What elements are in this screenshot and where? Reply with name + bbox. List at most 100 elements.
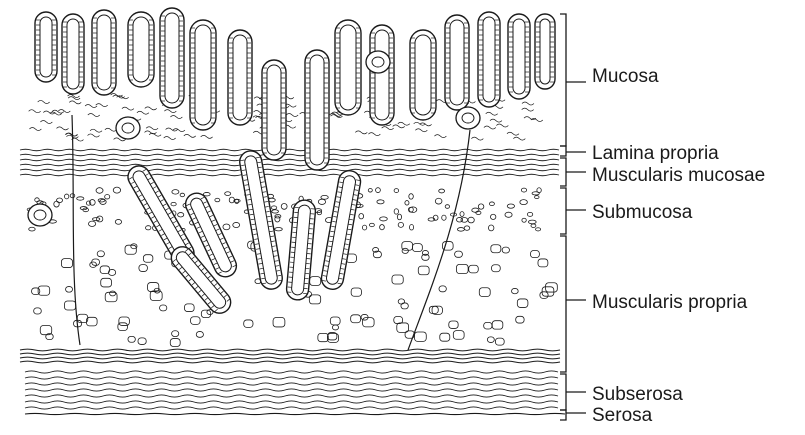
muscularis-propria-cell <box>456 264 468 273</box>
lamina-squiggle <box>471 137 483 140</box>
submucosa-cell <box>397 214 401 220</box>
lamina-squiggle <box>57 127 69 130</box>
submucosa-cell <box>398 222 403 227</box>
lamina-squiggle <box>90 129 102 132</box>
muscularis-propria-cell <box>34 308 42 314</box>
mucosa-gland <box>62 14 84 94</box>
gland-wall <box>478 12 500 107</box>
gland-wall <box>535 14 555 89</box>
muscularis-propria-cell <box>310 277 321 286</box>
layer-bracket <box>560 14 566 146</box>
lamina-squiggle <box>355 131 367 134</box>
mucosa-gland <box>262 60 286 160</box>
label-subserosa: Subserosa <box>592 385 683 404</box>
label-muscularis-mucosae: Muscularis mucosae <box>592 166 765 185</box>
submucosa-cell <box>468 217 474 223</box>
lamina-squiggle <box>490 119 502 122</box>
muscularis-propria-cell <box>201 310 210 317</box>
submucosa-cell <box>394 209 398 214</box>
submucosa-cell <box>505 212 512 217</box>
lamina-squiggle <box>415 129 427 132</box>
submucosa-cell <box>461 217 468 222</box>
submucosa-cell <box>115 219 121 224</box>
mucosa-gland <box>335 20 361 115</box>
submucosa-cell <box>405 201 409 205</box>
label-serosa: Serosa <box>592 406 652 425</box>
muscularis-propria-cell <box>402 248 408 253</box>
lamina-squiggle <box>29 128 41 131</box>
submucosa-cell <box>88 221 95 226</box>
mucosa-gland <box>305 50 329 170</box>
lamina-squiggle <box>484 126 496 129</box>
muscularis-propria-cell <box>170 339 180 347</box>
muscularis-propria-cell <box>502 247 509 253</box>
muscularis-propria-cell <box>455 251 463 257</box>
submucosa-cell <box>531 224 536 228</box>
muscularis-propria-cell <box>440 333 450 341</box>
muscularis-propria-cell <box>64 301 75 310</box>
layer-bracket <box>560 236 566 372</box>
muscularis-propria-cell <box>492 321 503 329</box>
submucosa-cell <box>54 201 59 207</box>
muscularis-propria-cell <box>244 320 253 327</box>
vessel-line <box>72 115 80 345</box>
submucosa-cell <box>488 225 494 231</box>
lamina-squiggle <box>170 115 182 118</box>
muscularis-boundary-line <box>20 353 560 355</box>
submucosa-cell <box>275 216 280 222</box>
submucosa-cell <box>275 227 283 230</box>
layer-bracket <box>560 146 566 156</box>
submucosa-cell <box>409 194 414 199</box>
submucosa-cell <box>536 228 541 231</box>
muscularis-boundary-line <box>20 357 560 359</box>
mucosa-gland <box>370 25 394 125</box>
lamina-squiggle <box>513 137 525 140</box>
layer-bracket <box>560 158 566 186</box>
lamina-squiggle <box>85 104 97 107</box>
muscularis-boundary-line <box>20 349 560 351</box>
lamina-squiggle <box>286 113 298 116</box>
submucosa-cell <box>178 213 184 217</box>
submucosa-cell <box>520 200 528 205</box>
lamina-squiggle <box>137 111 149 114</box>
submucosa-cell <box>433 215 438 220</box>
invasive-gland <box>320 169 363 291</box>
muscularis-propria-cell <box>484 322 492 329</box>
mucosa-gland <box>535 14 555 89</box>
muscularis-mucosae-band <box>20 149 559 151</box>
submucosa-cell <box>380 225 385 230</box>
mucosa-gland <box>92 10 116 95</box>
gland-group <box>28 8 555 318</box>
muscularis-propria-cell <box>196 332 203 338</box>
muscularis-propria-cell <box>429 306 438 313</box>
submucosa-cell <box>439 189 445 193</box>
submucosa-cell <box>532 192 539 195</box>
submucosa-cell <box>521 188 526 192</box>
gland-wall <box>262 60 286 160</box>
submucosa-cell <box>321 195 328 199</box>
submucosa-cell <box>460 212 464 217</box>
submucosa-cell <box>171 202 176 205</box>
muscularis-propria-cell <box>160 305 167 311</box>
gland-cross-section <box>116 117 140 139</box>
label-mucosa: Mucosa <box>592 67 659 86</box>
submucosa-cell <box>271 206 277 209</box>
lamina-squiggle <box>52 110 64 113</box>
muscularis-propria-cell <box>487 337 494 343</box>
muscularis-propria-cell <box>119 317 130 325</box>
submucosa-cell <box>472 208 479 212</box>
muscularis-propria-cell <box>479 288 490 297</box>
subserosa-fiber <box>25 401 558 403</box>
mucosa-gland <box>228 30 252 125</box>
submucosa-cell <box>362 225 366 230</box>
submucosa-cell <box>522 218 526 222</box>
muscularis-propria-cell <box>415 332 427 341</box>
muscularis-propria-cell <box>492 265 501 272</box>
submucosa-cell <box>225 192 231 196</box>
muscularis-mucosae-band <box>20 169 559 171</box>
lamina-squiggle <box>507 132 519 135</box>
lamina-squiggle <box>146 127 158 130</box>
layer-bracket <box>560 410 566 420</box>
gland-cross-section <box>366 51 390 73</box>
lamina-squiggle <box>393 125 405 128</box>
